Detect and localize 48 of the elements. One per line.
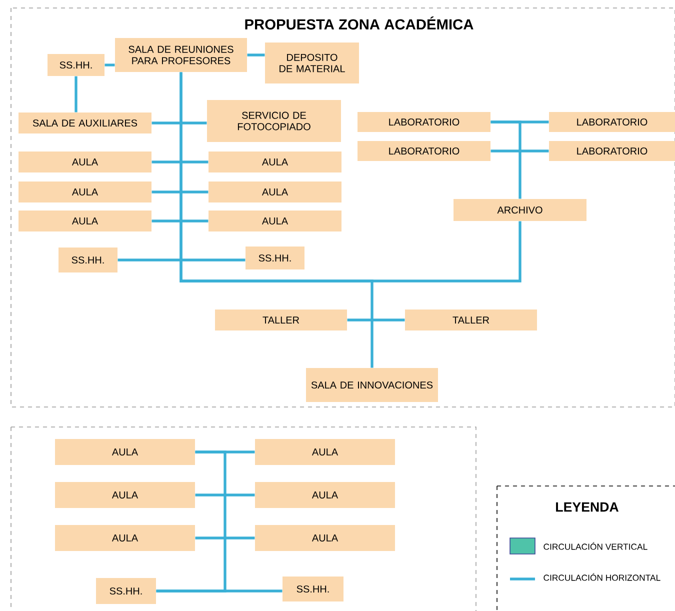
room-box: AULA xyxy=(208,182,342,202)
corridor-line xyxy=(490,150,549,152)
room-box: AULA xyxy=(208,152,342,172)
room-box: AULA xyxy=(255,525,395,551)
corridor-line xyxy=(74,76,78,112)
corridor-line xyxy=(104,64,115,66)
room-box: LABORATORIO xyxy=(358,112,490,132)
corridor-line xyxy=(347,318,405,322)
room-box: LABORATORIO xyxy=(549,112,675,132)
corridor-line xyxy=(152,220,208,222)
legend-text: CIRCULACIÓN VERTICAL xyxy=(544,542,648,550)
room-box: DEPOSITO DE MATERIAL xyxy=(265,42,359,84)
corridor-line xyxy=(152,122,207,124)
legend-title: LEYENDA xyxy=(556,502,619,512)
room-box: TALLER xyxy=(405,310,537,330)
room-box: SALA DE AUXILIARES xyxy=(18,112,152,134)
room-box: SERVICIO DE FOTOCOPIADO xyxy=(207,100,341,142)
room-box: AULA xyxy=(18,182,152,202)
room-box: SALA DE REUNIONES PARA PROFESORES xyxy=(115,38,247,72)
corridor-line xyxy=(118,258,246,262)
corridor-line xyxy=(152,160,208,164)
room-box: SS.HH. xyxy=(96,578,156,604)
room-box: SS.HH. xyxy=(58,248,118,272)
room-box: AULA xyxy=(255,439,395,465)
room-box: SS.HH. xyxy=(48,54,104,76)
room-box: AULA xyxy=(208,210,342,232)
room-box: LABORATORIO xyxy=(549,141,675,161)
corridor-line xyxy=(152,190,208,194)
room-box: LABORATORIO xyxy=(358,141,490,161)
room-box: SALA DE INNOVACIONES xyxy=(306,368,438,402)
room-box: AULA xyxy=(18,152,152,172)
legend-text: CIRCULACIÓN HORIZONTAL xyxy=(544,573,660,581)
room-box: AULA xyxy=(55,525,195,551)
corridor-line xyxy=(195,536,255,540)
title: PROPUESTA ZONA ACADÉMICA xyxy=(245,16,474,30)
room-box: SS.HH. xyxy=(246,246,304,270)
corridor-line xyxy=(180,72,374,368)
room-box: AULA xyxy=(55,439,195,465)
room-box: AULA xyxy=(18,210,152,232)
room-box: AULA xyxy=(55,482,195,508)
corridor-line xyxy=(156,450,226,592)
room-box: AULA xyxy=(255,482,395,508)
room-box: TALLER xyxy=(215,310,347,330)
room-box: ARCHIVO xyxy=(454,199,586,221)
room-box: SS.HH. xyxy=(282,576,344,602)
corridor-line xyxy=(247,54,265,56)
corridor-line xyxy=(195,494,255,496)
corridor-line xyxy=(490,120,522,199)
